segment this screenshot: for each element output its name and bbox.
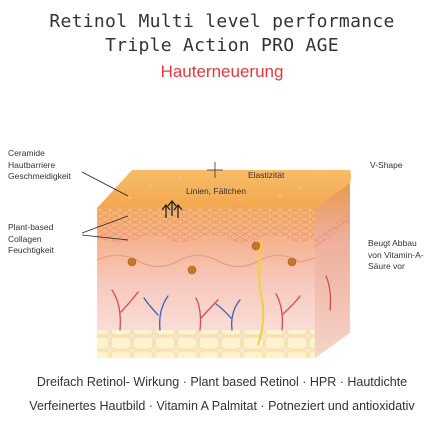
beugt-label-group: Beugt Abbau von Vitamin-A- Säure vor xyxy=(368,238,424,273)
cross-arrows-icon xyxy=(207,162,223,178)
vitamin-a-label: von Vitamin-A- xyxy=(368,249,424,260)
feuchtigkeit-label: Feuchtigkeit xyxy=(8,245,54,255)
title-line-1: Retinol Multi level performance xyxy=(49,11,395,32)
title-line-2: Triple Action PRO AGE xyxy=(105,35,339,56)
linien-label: Linien, Fältchen xyxy=(186,186,246,196)
footer-line-1: Dreifach Retinol- Wirkung · Plant based … xyxy=(36,375,408,389)
geschmeidigkeit-label: Geschmeidigkeit xyxy=(8,171,71,181)
saeure-vor-label: Säure vor xyxy=(368,261,405,271)
ceramide-label-group: Ceramide Hautbarriere Geschmeidigkeit xyxy=(8,148,71,183)
subtitle: Hauterneuerung xyxy=(160,62,284,81)
skin-side-face xyxy=(315,183,350,358)
beugt-abbau-label: Beugt Abbau xyxy=(368,238,417,248)
skin-top-surface xyxy=(97,170,351,208)
elastizitaet-label: Elastizität xyxy=(248,170,285,180)
fat-layer xyxy=(97,330,315,358)
plant-label-group: Plant-based Collagen Feuchtigkeit xyxy=(8,222,54,257)
ceramide-label: Ceramide xyxy=(8,148,45,158)
footer-line-2: Verfeinertes Hautbild · Vitamin A Palmit… xyxy=(29,399,415,413)
epidermis-layer xyxy=(97,208,315,243)
hautbarriere-label: Hautbarriere xyxy=(8,159,56,170)
collagen-up-arrows-icon xyxy=(161,199,183,218)
plant-based-label: Plant-based xyxy=(8,222,54,232)
collagen-label: Collagen xyxy=(8,233,42,244)
vshape-label: V-Shape xyxy=(370,160,403,170)
